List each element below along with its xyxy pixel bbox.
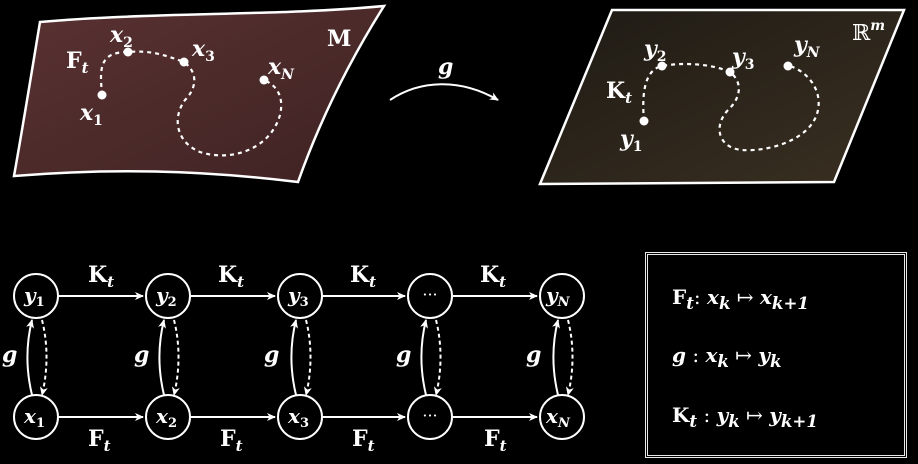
- manifold-trajectory: [99, 50, 283, 157]
- chain-label-F-2: Ft: [220, 426, 243, 455]
- mapping-arrow: [389, 83, 499, 101]
- euclidean-operator-label: Kt: [606, 78, 632, 107]
- euclidean-point-yN: [783, 61, 793, 71]
- manifold-point-x3: [179, 57, 189, 67]
- chain-node-label-y2: y2: [155, 283, 177, 310]
- chain-node-y1: [13, 273, 59, 319]
- chain-vertical-3: [290, 319, 312, 396]
- euclidean-point-y3: [725, 67, 735, 77]
- chain-label-F-3: Ft: [352, 426, 375, 455]
- euclidean-label-yN: yN: [793, 32, 821, 61]
- chain-label-g-2: g: [134, 342, 149, 368]
- chain-label-g-3: g: [264, 342, 279, 368]
- chain-node-label-xdots: ···: [422, 406, 437, 425]
- chain-label-K-2: Kt: [218, 262, 244, 291]
- chain-vertical-1: [26, 319, 48, 396]
- manifold-surface: [12, 4, 387, 184]
- manifold-point-x1: [97, 90, 107, 100]
- manifold-label-x1: x1: [79, 100, 103, 129]
- manifold-point-x2: [123, 47, 133, 57]
- mapping-arrow-group: g: [389, 54, 499, 101]
- chain-node-xdots: [407, 394, 453, 440]
- euclidean-label: ℝm: [852, 18, 885, 46]
- euclidean-label-y3: y3: [731, 44, 755, 73]
- chain-node-label-ydots: ···: [422, 285, 437, 304]
- legend-box: Ft: xk ↦ xk+1 g : xk ↦ yk Kt : yk ↦ yk+1: [645, 252, 907, 458]
- chain-label-F-4: Ft: [484, 426, 507, 455]
- chain-node-label-y1: y1: [23, 283, 45, 310]
- mapping-label: g: [438, 54, 453, 80]
- chain-node-y2: [145, 273, 191, 319]
- manifold-label: M: [327, 26, 351, 52]
- chain-node-label-xN: xN: [545, 404, 571, 431]
- chain-vertical-5: [552, 319, 574, 396]
- manifold-label-x3: x3: [191, 36, 215, 65]
- euclidean-surface: [538, 8, 906, 186]
- legend-row-g: g : xk ↦ yk: [672, 343, 782, 371]
- manifold-point-xN: [259, 75, 269, 85]
- chain-label-K-4: Kt: [480, 262, 506, 291]
- chain-label-F-1: Ft: [88, 426, 111, 455]
- chain-node-ydots: [407, 273, 453, 319]
- chain-label-K-1: Kt: [88, 262, 114, 291]
- legend-row-F: Ft: xk ↦ xk+1: [672, 285, 810, 313]
- chain-vertical-4: [420, 319, 442, 396]
- chain-vertical-2: [158, 319, 180, 396]
- chain-label-g-5: g: [526, 342, 541, 368]
- manifold-label-xN: xN: [267, 54, 295, 83]
- chain-node-label-x3: x3: [287, 404, 309, 431]
- chain-node-x3: [277, 394, 323, 440]
- chain-node-xN: [539, 394, 585, 440]
- chain-node-x1: [13, 394, 59, 440]
- chain-label-g-4: g: [396, 342, 411, 368]
- chain-node-x2: [145, 394, 191, 440]
- chain-node-label-yN: yN: [545, 283, 571, 310]
- manifold-label-x2: x2: [109, 22, 133, 51]
- manifold-group: M Ft x1 x2 x3 xN: [12, 4, 387, 184]
- euclidean-label-y1: y1: [619, 126, 643, 155]
- chain-node-yN: [539, 273, 585, 319]
- manifold-flow-label: Ft: [66, 48, 89, 77]
- chain-label-K-3: Kt: [350, 262, 376, 291]
- chain-label-g-1: g: [2, 342, 17, 368]
- euclidean-label-y2: y2: [643, 36, 667, 65]
- chain-node-label-y3: y3: [287, 283, 309, 310]
- chain-group: y1 y2 y3 ··· yN x1 x2 x3 ··· xN Kt Kt Kt…: [2, 262, 585, 455]
- euclidean-point-y2: [657, 61, 667, 71]
- legend-row-K: Kt : yk ↦ yk+1: [672, 403, 818, 431]
- euclidean-point-y1: [639, 116, 649, 126]
- chain-node-label-x1: x1: [23, 404, 45, 431]
- euclidean-group: ℝm Kt y1 y2 y3 yN: [538, 8, 906, 186]
- chain-node-label-x2: x2: [155, 404, 177, 431]
- euclidean-trajectory: [642, 62, 820, 152]
- chain-node-y3: [277, 273, 323, 319]
